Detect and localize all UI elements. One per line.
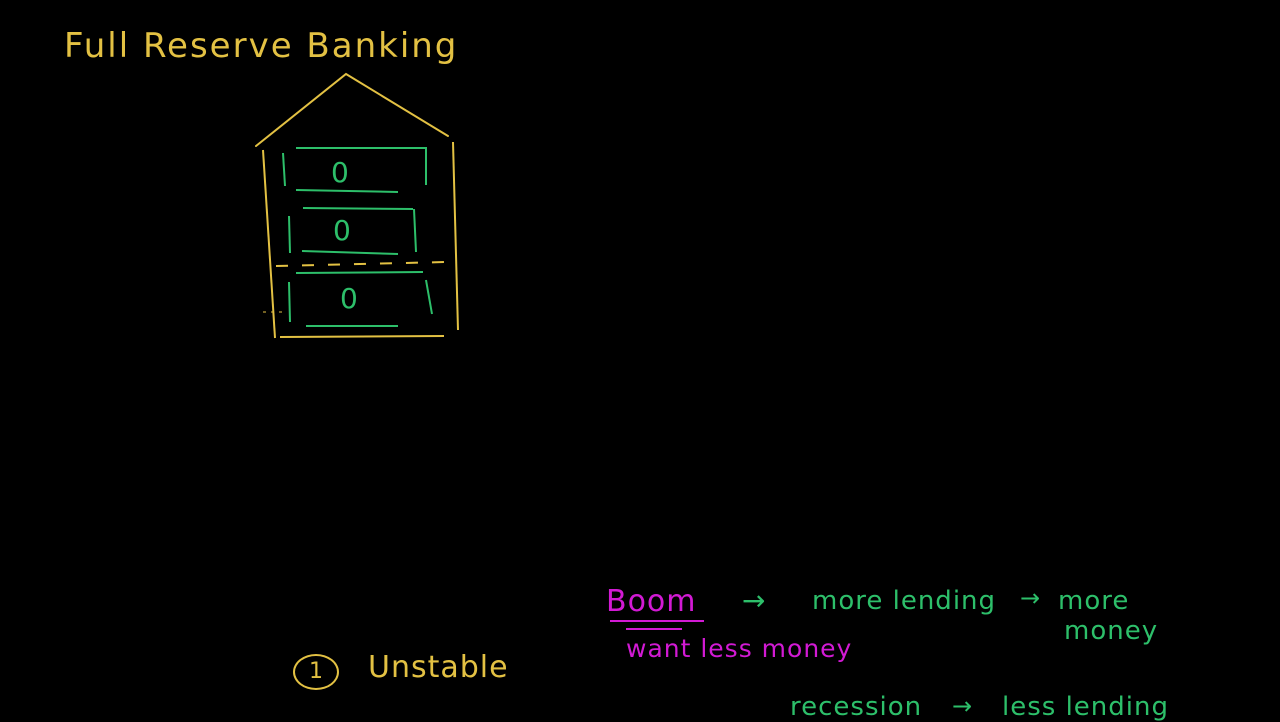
bank-right-wall — [452, 141, 459, 331]
point-number-circle: 1 — [293, 654, 339, 690]
more-money-line2: money — [1064, 616, 1159, 646]
less-lending-label: less lending — [1002, 692, 1169, 722]
unstable-label: Unstable — [368, 650, 509, 685]
arrow-icon: → — [742, 584, 767, 617]
boom-label: Boom — [606, 584, 697, 619]
want-less-money-label: want less money — [626, 634, 853, 663]
vault-top — [282, 147, 427, 193]
more-lending-label: more lending — [812, 586, 997, 616]
arrow-icon: → — [952, 692, 974, 720]
vault-label-middle: 0 — [333, 214, 352, 247]
vault-bottom — [288, 271, 433, 327]
recession-label: recession — [790, 692, 923, 722]
boom-underline-2 — [626, 628, 682, 630]
boom-underline-1 — [610, 620, 704, 622]
vault-middle — [288, 207, 417, 255]
vault-label-top: 0 — [331, 156, 350, 189]
vault-label-bottom: 0 — [340, 282, 359, 315]
page-title: Full Reserve Banking — [64, 26, 459, 66]
bank-roof — [255, 72, 449, 147]
bank-floor — [279, 335, 445, 338]
more-money-line1: more — [1058, 586, 1130, 616]
reserve-divider — [275, 261, 447, 267]
arrow-icon: → — [1020, 584, 1042, 612]
bank-left-wall — [262, 149, 276, 339]
